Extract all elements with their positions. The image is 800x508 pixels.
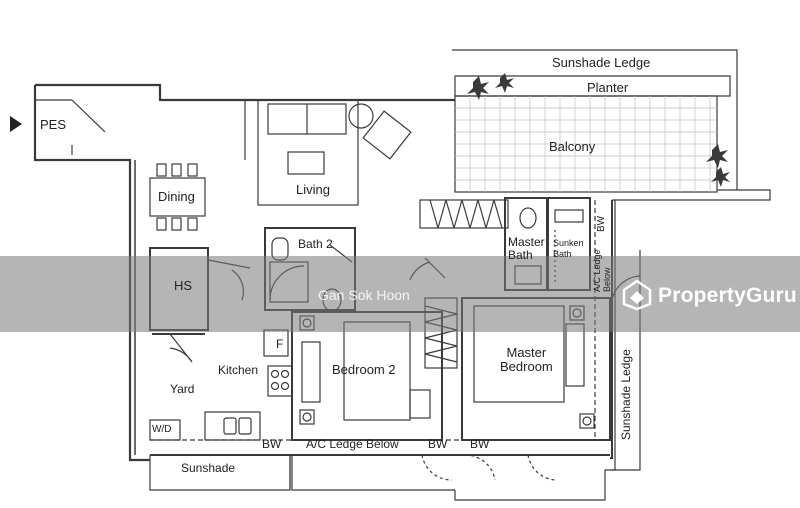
pes-label: PES — [40, 117, 67, 132]
sunshade-ledge-right-label: Sunshade Ledge — [619, 349, 633, 440]
master-bedroom-label: Master Bedroom — [500, 345, 553, 375]
outer-wall — [35, 83, 455, 102]
ac-ledge-right-label: A/C Ledge Below — [592, 249, 613, 292]
bw-label-1: BW — [262, 437, 282, 451]
watermark-band — [0, 256, 800, 332]
sunshade-ledge-top — [452, 49, 738, 190]
wd-label: W/D — [152, 424, 172, 435]
fridge-label: F — [276, 337, 284, 351]
bw-top-right-label: BW — [596, 215, 607, 232]
master-bath-label: Master Bath — [508, 235, 545, 263]
planter-label: Planter — [587, 80, 629, 95]
ac-ledge-below-label: A/C Ledge Below — [306, 437, 399, 451]
bw-label-3: BW — [470, 437, 490, 451]
dining-label: Dining — [158, 189, 195, 204]
entrance-arrow — [10, 116, 22, 132]
propertyguru-logo-icon — [622, 279, 652, 311]
sunshade-bottom-label: Sunshade — [181, 461, 236, 475]
bedroom2-label: Bedroom 2 — [332, 362, 396, 377]
bw-label-2: BW — [428, 437, 448, 451]
sunshade-ledge-top-label: Sunshade Ledge — [552, 55, 651, 70]
kitchen-label: Kitchen — [218, 363, 259, 377]
yard-label: Yard — [170, 382, 195, 396]
agent-name-watermark: Gan Sok Hoon — [318, 287, 410, 303]
hs-label: HS — [174, 278, 193, 293]
balcony-label: Balcony — [549, 139, 596, 154]
sunken-bath-label: Sunken Bath — [553, 238, 584, 259]
bath2-label: Bath 2 — [298, 237, 333, 251]
living-label: Living — [296, 182, 330, 197]
propertyguru-brand: PropertyGuru — [658, 284, 797, 307]
planter-outline — [454, 75, 731, 97]
